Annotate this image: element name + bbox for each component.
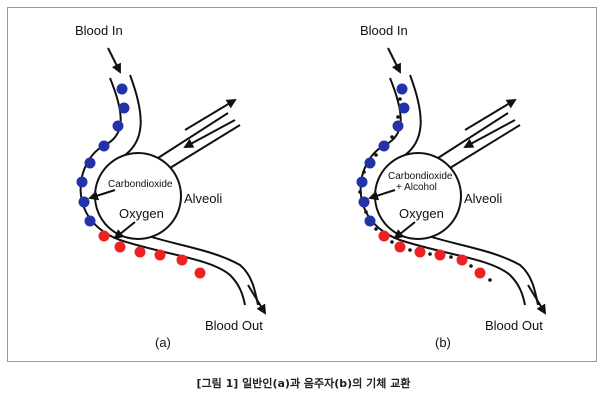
air-out-arrow: [464, 98, 517, 131]
panel-b: Blood In Blood Out Alveoli Oxygen Carbon…: [356, 23, 547, 350]
carbondioxide-label: Carbondioxide: [388, 171, 453, 182]
blood-cell: [364, 157, 376, 169]
blood-cell: [356, 176, 368, 188]
blood-in-arrow: [387, 47, 401, 74]
blood-cell: [84, 157, 96, 169]
airway: [437, 112, 521, 169]
alcohol-dots: [358, 97, 492, 282]
blood-cell: [78, 196, 90, 208]
blood-cell: [434, 249, 446, 261]
alcohol-dot: [390, 135, 394, 139]
alcohol-dot: [469, 264, 473, 268]
blood-cell: [194, 267, 206, 279]
blood-cell: [358, 196, 370, 208]
oxygen-arrow: [113, 221, 136, 240]
alcohol-dot: [364, 210, 368, 214]
blood-cell: [116, 83, 128, 95]
carbondioxide-label: Carbondioxide: [108, 179, 173, 190]
blood-cell: [134, 246, 146, 258]
alcohol-dot: [428, 252, 432, 256]
alcohol-dot: [488, 278, 492, 282]
alveoli-label: Alveoli: [184, 191, 222, 206]
blood-cell: [84, 215, 96, 227]
alcohol-dot: [398, 97, 402, 101]
blood-cells-oxygenated: [378, 230, 486, 279]
carbondioxide-arrow: [88, 189, 116, 201]
alcohol-dot: [374, 153, 378, 157]
panel-a: Blood In Blood Out Alveoli Oxygen Carbon…: [75, 23, 267, 350]
blood-cells-deoxygenated: [356, 83, 410, 227]
blood-out-arrow: [247, 284, 267, 315]
alveolus: [94, 152, 182, 240]
blood-cell: [396, 83, 408, 95]
blood-cell: [176, 254, 188, 266]
alcohol-dot: [362, 170, 366, 174]
alveolus: [374, 152, 462, 240]
panel-label-b: (b): [435, 335, 451, 350]
blood-cell: [474, 267, 486, 279]
blood-cell: [114, 241, 126, 253]
carbondioxide-arrow: [368, 189, 396, 201]
blood-cell: [378, 230, 390, 242]
figure-caption: [그림 1] 일반인(a)과 음주자(b)의 기체 교환: [196, 377, 411, 390]
blood-out-label: Blood Out: [205, 318, 263, 333]
alcohol-dot: [390, 240, 394, 244]
blood-cell: [414, 246, 426, 258]
air-in-arrow: [183, 119, 236, 148]
blood-cell: [76, 176, 88, 188]
blood-in-arrow: [107, 47, 121, 74]
blood-cell: [98, 140, 110, 152]
blood-cells-oxygenated: [98, 230, 206, 279]
air-out-arrow: [184, 98, 237, 131]
blood-cell: [394, 241, 406, 253]
alcohol-dot: [374, 227, 378, 231]
airway: [157, 112, 241, 169]
blood-in-label: Blood In: [360, 23, 408, 38]
alcohol-dot: [408, 248, 412, 252]
blood-cells-deoxygenated: [76, 83, 130, 227]
blood-cell: [98, 230, 110, 242]
blood-cell: [378, 140, 390, 152]
blood-cell: [398, 102, 410, 114]
blood-cell: [154, 249, 166, 261]
blood-cell: [456, 254, 468, 266]
oxygen-arrow: [393, 221, 416, 240]
blood-in-label: Blood In: [75, 23, 123, 38]
alcohol-dot: [358, 190, 362, 194]
blood-out-label: Blood Out: [485, 318, 543, 333]
oxygen-label: Oxygen: [119, 206, 164, 221]
alcohol-dot: [396, 115, 400, 119]
oxygen-label: Oxygen: [399, 206, 444, 221]
alveoli-label: Alveoli: [464, 191, 502, 206]
blood-cell: [118, 102, 130, 114]
air-in-arrow: [463, 119, 516, 148]
blood-out-arrow: [527, 284, 547, 315]
alcohol-dot: [449, 255, 453, 259]
blood-cell: [392, 120, 404, 132]
panel-label-a: (a): [155, 335, 171, 350]
blood-cell: [112, 120, 124, 132]
alcohol-label: + Alcohol: [396, 182, 437, 193]
blood-cell: [364, 215, 376, 227]
